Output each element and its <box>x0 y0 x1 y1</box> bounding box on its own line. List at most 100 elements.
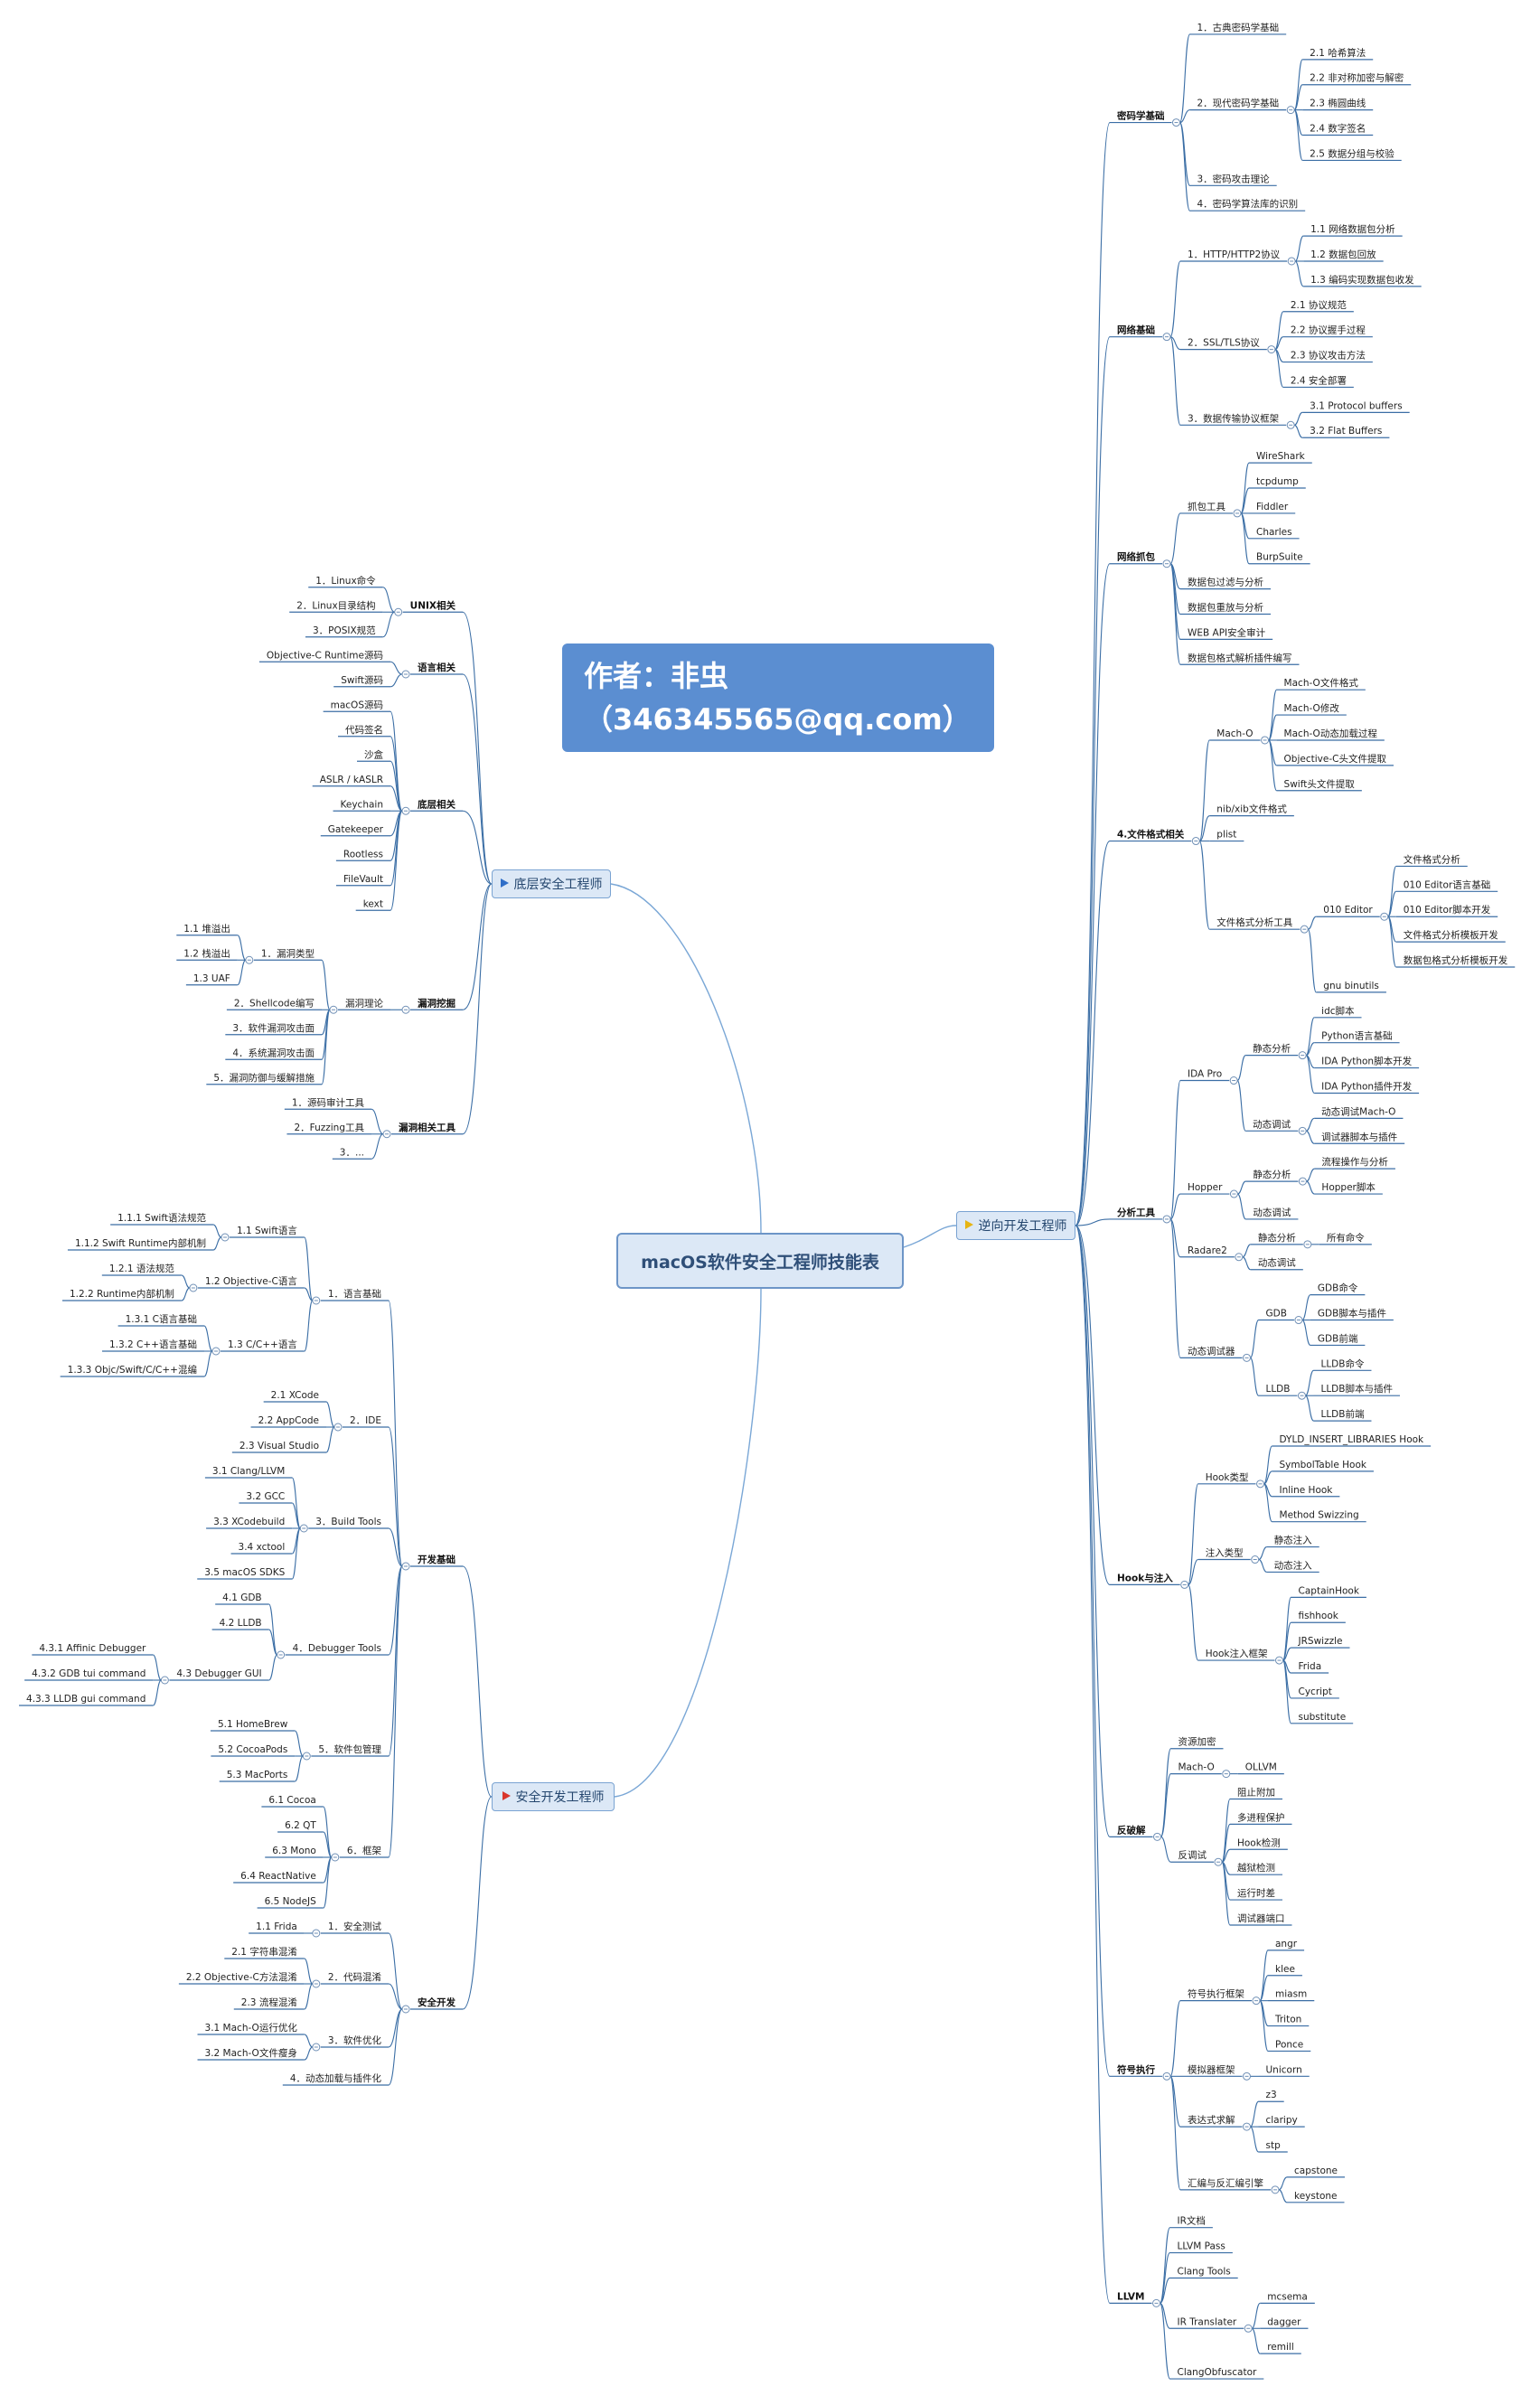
topic-label[interactable]: 4.3 Debugger GUI <box>176 1668 261 1679</box>
topic-label[interactable]: claripy <box>1265 2115 1297 2126</box>
topic-label[interactable]: angr <box>1275 1939 1298 1949</box>
topic-label[interactable]: 2.1 协议规范 <box>1291 299 1348 311</box>
topic-label[interactable]: 6.5 NodeJS <box>265 1896 317 1907</box>
topic-label[interactable]: 2.4 数字签名 <box>1310 123 1366 135</box>
topic-label[interactable]: 3.5 macOS SDKS <box>204 1567 285 1578</box>
topic-label[interactable]: WEB API安全审计 <box>1188 626 1266 638</box>
topic-label[interactable]: Inline Hook <box>1280 1485 1334 1496</box>
topic-label[interactable]: GDB命令 <box>1318 1282 1358 1294</box>
topic-label[interactable]: DYLD_INSERT_LIBRARIES Hook <box>1280 1434 1425 1445</box>
topic-label[interactable]: 文件格式分析 <box>1404 853 1460 865</box>
topic-label[interactable]: 3．密码攻击理论 <box>1197 173 1270 184</box>
topic-label[interactable]: GDB脚本与插件 <box>1318 1308 1386 1320</box>
topic-label[interactable]: JRSwizzle <box>1298 1636 1343 1647</box>
topic-label[interactable]: 6.2 QT <box>285 1820 316 1831</box>
topic-label[interactable]: 3．Build Tools <box>315 1517 381 1527</box>
topic-label[interactable]: 1．源码审计工具 <box>292 1096 365 1108</box>
branch-low-level-engineer[interactable]: 底层安全工程师 <box>492 869 611 898</box>
topic-label[interactable]: 4.3.1 Affinic Debugger <box>39 1643 146 1654</box>
topic-label[interactable]: 动态调试器 <box>1188 1345 1235 1357</box>
topic-group-label[interactable]: 分析工具 <box>1117 1207 1155 1218</box>
topic-label[interactable]: 4．密码学算法库的识别 <box>1197 198 1298 210</box>
topic-label[interactable]: klee <box>1275 1964 1295 1975</box>
topic-label[interactable]: 3．数据传输协议框架 <box>1188 412 1280 424</box>
topic-label[interactable]: 1．Linux命令 <box>315 575 376 587</box>
topic-label[interactable]: 6.4 ReactNative <box>240 1871 316 1882</box>
topic-label[interactable]: 动态调试 <box>1253 1207 1291 1218</box>
topic-label[interactable]: Hook类型 <box>1206 1471 1249 1483</box>
topic-label[interactable]: plist <box>1216 830 1236 841</box>
topic-label[interactable]: IDA Python脚本开发 <box>1321 1056 1412 1067</box>
topic-label[interactable]: LLDB <box>1265 1384 1290 1395</box>
topic-label[interactable]: 5．软件包管理 <box>318 1743 381 1755</box>
topic-label[interactable]: 调试器端口 <box>1237 1912 1285 1924</box>
topic-label[interactable]: Hook检测 <box>1237 1837 1281 1848</box>
topic-label[interactable]: Charles <box>1256 527 1292 538</box>
topic-label[interactable]: 1．语言基础 <box>328 1288 381 1300</box>
topic-label[interactable]: Python语言基础 <box>1321 1030 1392 1042</box>
topic-label[interactable]: 汇编与反汇编引擎 <box>1188 2177 1263 2189</box>
topic-label[interactable]: Swift头文件提取 <box>1284 778 1356 790</box>
topic-label[interactable]: LLDB脚本与插件 <box>1320 1383 1393 1395</box>
topic-group-label[interactable]: 底层相关 <box>418 798 455 810</box>
topic-label[interactable]: 动态调试 <box>1253 1118 1291 1130</box>
topic-label[interactable]: Swift源码 <box>341 674 383 686</box>
topic-label[interactable]: 010 Editor语言基础 <box>1404 878 1490 890</box>
topic-label[interactable]: 2.1 哈希算法 <box>1310 47 1366 59</box>
topic-label[interactable]: 3．... <box>340 1147 364 1158</box>
topic-label[interactable]: dagger <box>1267 2316 1301 2327</box>
topic-label[interactable]: 5.3 MacPorts <box>227 1770 288 1780</box>
topic-label[interactable]: 表达式求解 <box>1188 2114 1235 2126</box>
topic-label[interactable]: 动态注入 <box>1274 1559 1312 1571</box>
topic-label[interactable]: Hook注入框架 <box>1206 1648 1268 1659</box>
topic-label[interactable]: 4．Debugger Tools <box>293 1643 381 1654</box>
topic-label[interactable]: 5.2 CocoaPods <box>218 1744 287 1755</box>
topic-label[interactable]: Mach-O动态加载过程 <box>1284 728 1378 739</box>
topic-label[interactable]: 4.3.2 GDB tui command <box>32 1668 146 1679</box>
topic-label[interactable]: 1．安全测试 <box>328 1921 382 1932</box>
topic-label[interactable]: 文件格式分析模板开发 <box>1404 929 1498 941</box>
topic-label[interactable]: 1.2 Objective-C语言 <box>205 1275 297 1287</box>
topic-label[interactable]: Frida <box>1299 1661 1322 1672</box>
topic-label[interactable]: Cycript <box>1299 1686 1332 1697</box>
topic-label[interactable]: 6.3 Mono <box>272 1846 316 1856</box>
topic-label[interactable]: 1.2.1 语法规范 <box>109 1263 175 1274</box>
topic-label[interactable]: 1．HTTP/HTTP2协议 <box>1188 249 1281 260</box>
topic-label[interactable]: 3．软件漏洞攻击面 <box>232 1022 315 1034</box>
topic-label[interactable]: 3.2 GCC <box>246 1491 285 1502</box>
topic-label[interactable]: OLLVM <box>1245 1762 1277 1773</box>
topic-label[interactable]: 010 Editor脚本开发 <box>1404 904 1491 916</box>
topic-label[interactable]: 4.3.3 LLDB gui command <box>26 1694 146 1705</box>
topic-label[interactable]: FileVault <box>343 874 383 885</box>
central-topic[interactable]: macOS软件安全工程师技能表 <box>616 1233 904 1289</box>
topic-group-label[interactable]: 符号执行 <box>1117 2063 1155 2075</box>
topic-label[interactable]: 2.2 Objective-C方法混淆 <box>186 1971 297 1983</box>
topic-label[interactable]: 模拟器框架 <box>1188 2063 1235 2075</box>
topic-group-label[interactable]: 密码学基础 <box>1117 110 1165 122</box>
topic-label[interactable]: ASLR / kASLR <box>320 775 383 785</box>
topic-group-label[interactable]: LLVM <box>1117 2291 1145 2302</box>
topic-label[interactable]: 静态分析 <box>1258 1232 1296 1244</box>
topic-label[interactable]: 3.4 xctool <box>239 1542 286 1553</box>
topic-label[interactable]: 数据包格式解析插件编写 <box>1188 652 1292 663</box>
branch-reverse-engineer[interactable]: 逆向开发工程师 <box>956 1211 1075 1240</box>
topic-label[interactable]: 5．漏洞防御与缓解措施 <box>213 1072 315 1084</box>
topic-group-label[interactable]: 漏洞挖掘 <box>418 997 455 1009</box>
topic-label[interactable]: 2.3 协议攻击方法 <box>1291 350 1366 362</box>
topic-label[interactable]: GDB <box>1265 1309 1286 1320</box>
topic-label[interactable]: 2.3 流程混淆 <box>241 1996 298 2008</box>
topic-label[interactable]: 1．漏洞类型 <box>261 947 315 959</box>
topic-label[interactable]: 漏洞理论 <box>345 997 383 1009</box>
topic-label[interactable]: BurpSuite <box>1256 552 1303 563</box>
topic-label[interactable]: idc脚本 <box>1321 1005 1355 1017</box>
topic-label[interactable]: stp <box>1265 2140 1281 2151</box>
topic-label[interactable]: 6.1 Cocoa <box>268 1795 315 1806</box>
topic-label[interactable]: 调试器脚本与插件 <box>1321 1131 1397 1142</box>
topic-label[interactable]: Keychain <box>341 799 383 810</box>
topic-label[interactable]: 运行时差 <box>1237 1887 1275 1899</box>
topic-label[interactable]: 3．POSIX规范 <box>313 625 376 636</box>
topic-label[interactable]: 数据包重放与分析 <box>1188 602 1263 614</box>
topic-label[interactable]: LLDB前端 <box>1320 1408 1364 1420</box>
topic-label[interactable]: Rootless <box>343 849 383 860</box>
topic-label[interactable]: LLVM Pass <box>1178 2241 1225 2252</box>
